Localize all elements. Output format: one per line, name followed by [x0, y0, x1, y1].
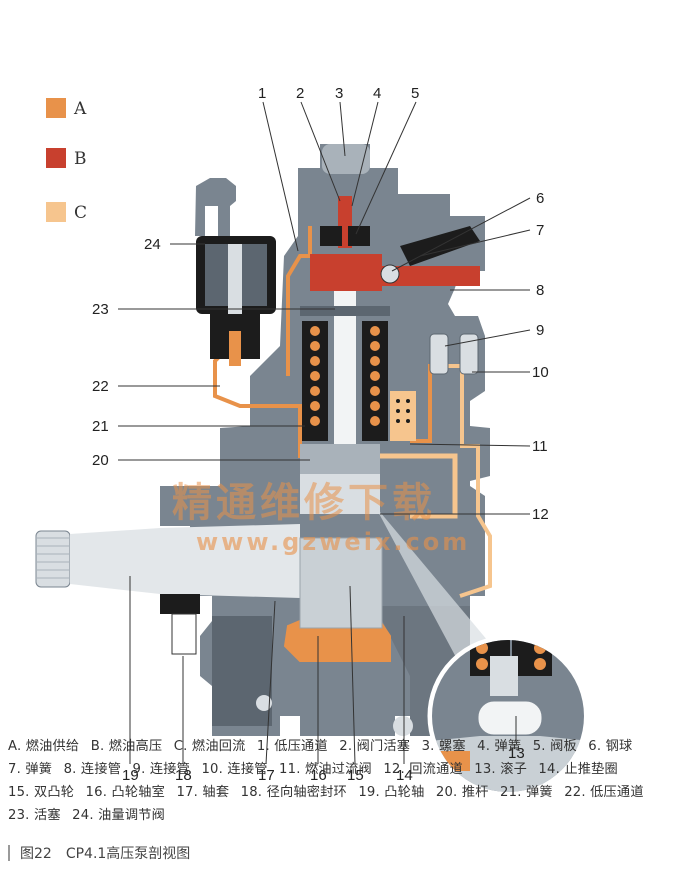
roller-detail-inset: [375, 506, 589, 797]
callout-7: 7: [536, 222, 544, 239]
caption-item: 4. 弹簧: [477, 739, 522, 754]
callout-3: 3: [335, 85, 343, 102]
callout-2: 2: [296, 85, 304, 102]
caption-item: 6. 钢球: [588, 739, 633, 754]
callout-10: 10: [532, 364, 549, 381]
double-cam: [299, 537, 383, 629]
callout-4: 4: [373, 85, 381, 102]
callout-22: 22: [92, 378, 109, 395]
callout-5: 5: [411, 85, 419, 102]
caption-item: 16. 凸轮轴室: [85, 785, 166, 800]
caption-item: 1. 低压通道: [256, 739, 328, 754]
caption-item: 24. 油量调节阀: [72, 808, 166, 823]
plunger-spring: [302, 321, 388, 441]
return-channel: [380, 453, 458, 519]
caption-item: B. 燃油高压: [90, 739, 163, 754]
piston: [334, 291, 356, 451]
callout-24: 24: [144, 236, 161, 253]
caption-item: 21. 弹簧: [500, 785, 553, 800]
caption-item: A. 燃油供给: [8, 739, 80, 754]
callout-15: 15: [347, 767, 364, 784]
legend-label-a: A: [73, 99, 87, 119]
figure-title: 图22 CP4.1高压泵剖视图: [20, 846, 191, 862]
overflow-valve: [390, 391, 416, 441]
caption-item: 9. 连接管: [132, 762, 191, 777]
connection-pipes: [429, 333, 479, 375]
title-bar-marker: [8, 845, 10, 861]
callout-9: 9: [536, 322, 544, 339]
caption-item: 20. 推杆: [435, 785, 489, 800]
callout-leaders: [118, 101, 531, 765]
callout-1: 1: [258, 85, 266, 102]
callout-numbers: 1 2 3 4 5 6 7 8 9 10 11 12 13 14 15 16 1…: [92, 85, 549, 784]
caption-item: 19. 凸轮轴: [358, 785, 425, 800]
caption-item: 10. 连接管: [201, 762, 268, 777]
legend-swatch-b: [46, 148, 66, 168]
callout-13: 13: [508, 745, 525, 762]
callout-21: 21: [92, 418, 109, 435]
callout-8: 8: [536, 282, 544, 299]
caption-item: 12. 回流通道: [383, 762, 463, 777]
caption-item: 3. 螺塞: [421, 739, 466, 754]
figure-title-row: 图22 CP4.1高压泵剖视图: [8, 843, 190, 863]
callout-19: 19: [122, 767, 139, 784]
callout-20: 20: [92, 452, 109, 469]
watermark-title: 精通维修下载: [172, 480, 436, 526]
caption-item: 11. 燃油过流阀: [279, 762, 372, 777]
legend: A B C: [46, 98, 87, 223]
legend-label-c: C: [74, 203, 87, 223]
camshaft: [35, 524, 383, 655]
caption-item: 23. 活塞: [8, 808, 61, 823]
caption-item: 5. 阀板: [532, 739, 577, 754]
shaft-seal-box: [171, 613, 197, 655]
caption-item: 17. 轴套: [176, 785, 230, 800]
tappet: [300, 444, 380, 474]
caption-item: 8. 连接管: [63, 762, 122, 777]
callout-11: 11: [532, 438, 548, 455]
caption-item: 15. 双凸轮: [8, 785, 75, 800]
watermark-url: www.gzweix.com: [196, 528, 470, 556]
caption-item: 13. 滚子: [474, 762, 527, 777]
quantity-control-valve: [195, 178, 276, 366]
callout-6: 6: [536, 190, 544, 207]
legend-label-b: B: [74, 149, 87, 169]
callout-23: 23: [92, 301, 109, 318]
caption-item: 14. 止推垫圈: [538, 762, 618, 777]
caption-item: 7. 弹簧: [8, 762, 53, 777]
legend-swatch-a: [46, 98, 66, 118]
callout-18: 18: [175, 767, 192, 784]
roller: [477, 700, 543, 736]
callout-17: 17: [258, 767, 275, 784]
callout-12: 12: [532, 506, 549, 523]
caption-item: 18. 径向轴密封环: [240, 785, 347, 800]
caption-item: 2. 阀门活塞: [339, 739, 411, 754]
caption-item: 22. 低压通道: [564, 785, 644, 800]
legend-swatch-c: [46, 202, 66, 222]
figure-caption: A. 燃油供给 B. 燃油高压 C. 燃油回流 1. 低压通道 2. 阀门活塞 …: [8, 735, 673, 827]
steel-ball: [380, 264, 400, 284]
caption-item: C. 燃油回流: [173, 739, 246, 754]
callout-14: 14: [396, 767, 413, 784]
callout-16: 16: [310, 767, 327, 784]
